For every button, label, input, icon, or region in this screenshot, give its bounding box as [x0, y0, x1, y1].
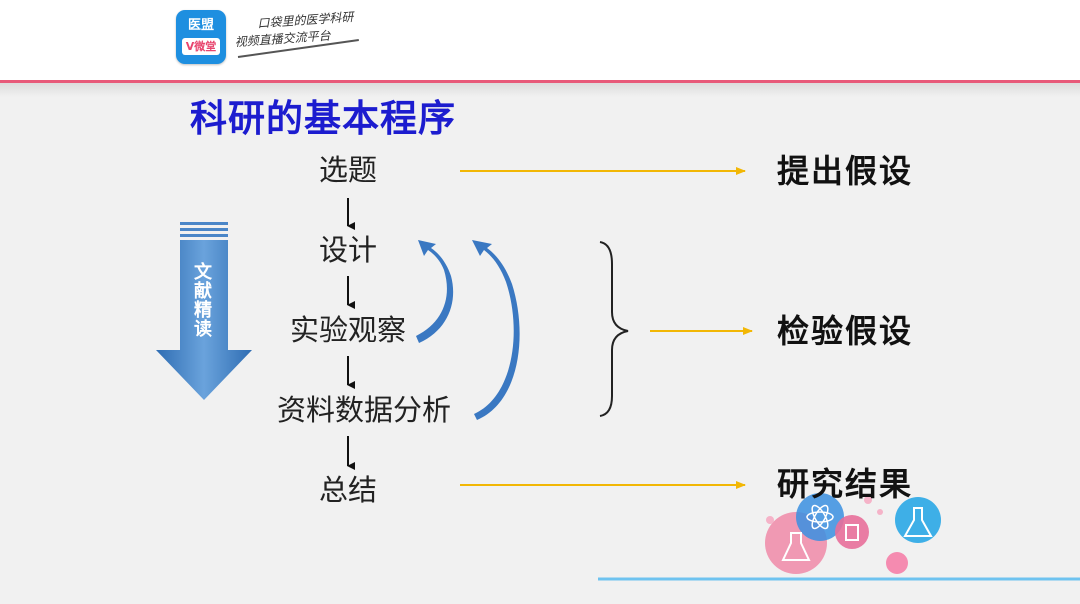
feedback-arrow-large — [472, 240, 520, 420]
step-summary: 总结 — [318, 473, 378, 507]
science-decoration — [765, 493, 941, 574]
logo-text-top: 医盟 — [187, 18, 214, 33]
header-bar: 医盟 V微堂 口袋里的医学科研 视频直播交流平台 — [0, 0, 1080, 82]
step-data-analysis: 资料数据分析 — [276, 393, 452, 427]
header-divider — [0, 80, 1080, 83]
result-research-outcome: 研究结果 — [777, 465, 914, 503]
slide-title: 科研的基本程序 — [190, 97, 456, 140]
logo-text-bottom: V微堂 — [182, 38, 220, 55]
step-design: 设计 — [318, 233, 378, 267]
step-experiment-observation: 实验观察 — [289, 313, 407, 347]
literature-down-arrow — [156, 222, 252, 400]
app-logo[interactable]: 医盟 V微堂 — [176, 10, 226, 64]
result-test-hypothesis: 检验假设 — [777, 312, 914, 350]
feedback-arrow-small — [416, 240, 454, 343]
literature-reading-label: 文献精读 — [191, 262, 212, 338]
header-shadow — [0, 83, 1080, 97]
result-propose-hypothesis: 提出假设 — [777, 152, 914, 190]
curly-brace — [599, 241, 629, 417]
step-topic-selection: 选题 — [318, 153, 378, 187]
